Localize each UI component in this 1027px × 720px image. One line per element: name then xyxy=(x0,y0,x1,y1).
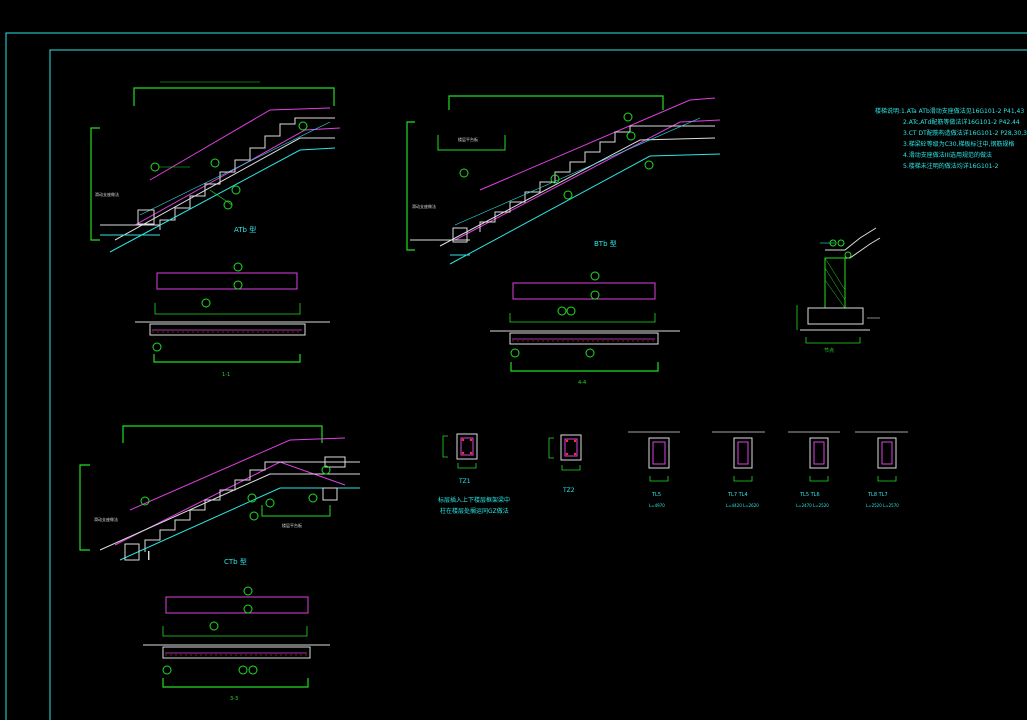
section-3-3-label: 3-3 xyxy=(230,696,238,702)
ctb-type-label: CTb 型 xyxy=(224,557,247,566)
ctb-landing-note: 楼层平台板 xyxy=(282,522,302,528)
btb-stair-section: 楼层平台板 滑动支座做法 BTb 型 xyxy=(406,95,721,265)
section-3-3: 3-3 xyxy=(143,586,330,702)
section-1-1-label: 1-1 xyxy=(222,372,230,378)
tz1-note-line1: 标层插入上下楼层框架梁中 xyxy=(438,496,510,504)
tz1-note-line2: 柱在楼层处搁运同GZ做法 xyxy=(440,507,509,515)
beam-3-label: TL5 TL6 xyxy=(799,492,820,498)
note-6: 5.楼梯未注明的做法均详16G101-2 xyxy=(903,162,999,170)
note-2: 2.ATc,ATd配筋等做法详16G101-2 P42.44 xyxy=(903,118,1020,126)
beam-3-length: L=2470 L=2520 xyxy=(796,503,829,508)
note-5: 4.滑动支座做法III选用规范的做法 xyxy=(903,151,992,159)
btb-support-note: 滑动支座做法 xyxy=(412,203,436,209)
beam-2-label: TL7 TL4 xyxy=(727,492,748,498)
section-4-4-label: 4-4 xyxy=(578,380,586,386)
beam-4-label: TL8 TL7 xyxy=(867,492,888,498)
atb-type-label: ATb 型 xyxy=(234,225,256,234)
beam-1-label: TL5 xyxy=(651,492,661,498)
node-detail: 节点 xyxy=(796,227,881,354)
beam-section-1: TL5 L=4970 xyxy=(628,431,680,508)
section-1-1: 1-1 xyxy=(135,262,330,378)
outer-frame xyxy=(5,32,1027,720)
beam-section-3: TL5 TL6 L=2470 L=2520 xyxy=(788,431,840,508)
svg-text:I: I xyxy=(147,549,151,563)
beam-section-4: TL8 TL7 L=2520 L=2570 xyxy=(855,431,908,508)
note-3: 3.CT DT配筋构造做法详16G101-2 P28,30,32 xyxy=(903,129,1027,137)
beam-2-length: L=4420 L=2620 xyxy=(726,503,759,508)
column-tz1: TZ1 标层插入上下楼层框架梁中 柱在楼层处搁运同GZ做法 xyxy=(438,433,510,515)
tz2-label: TZ2 xyxy=(562,487,575,494)
tz1-label: TZ1 xyxy=(458,478,471,485)
atb-stair-section: 滑动支座做法 ATb 型 xyxy=(90,81,341,253)
section-4-4: 4-4 xyxy=(490,271,680,386)
stair-notes: 楼梯说明:1.ATa ATb滑动支座做法见16G101-2 P41,43 2.A… xyxy=(875,107,1027,170)
ctb-support-note: 滑动支座做法 xyxy=(94,516,118,522)
inner-frame xyxy=(49,49,1027,720)
btb-type-label: BTb 型 xyxy=(594,239,617,248)
atb-support-note: 滑动支座做法 xyxy=(95,191,119,197)
beam-1-length: L=4970 xyxy=(649,503,665,508)
note-4: 3.梯梁砼等级为C30,梯板标注中,钢筋规格 xyxy=(903,140,1014,148)
btb-landing-note: 楼层平台板 xyxy=(458,136,478,142)
beam-section-2: TL7 TL4 L=4420 L=2620 xyxy=(712,431,765,508)
note-1: 楼梯说明:1.ATa ATb滑动支座做法见16G101-2 P41,43 xyxy=(875,107,1024,115)
column-tz2: TZ2 xyxy=(548,434,582,494)
beam-4-length: L=2520 L=2570 xyxy=(866,503,899,508)
ctb-stair-section: I 滑动支座做法 楼层平台板 CTb 型 xyxy=(79,425,360,566)
node-detail-label: 节点 xyxy=(824,348,834,354)
